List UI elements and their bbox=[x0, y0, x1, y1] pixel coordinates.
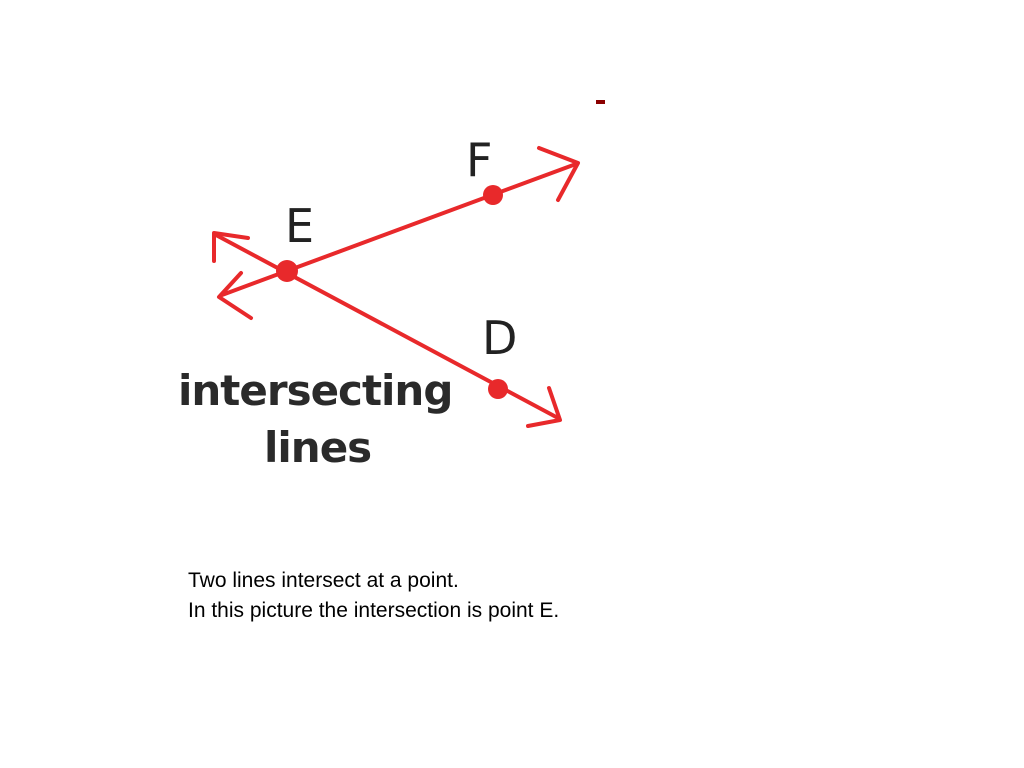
point-f-label: F bbox=[466, 133, 492, 187]
arrowhead-ed-left bbox=[212, 231, 250, 263]
slide-text-line1: Two lines intersect at a point. bbox=[188, 569, 459, 592]
point-f-dot bbox=[483, 185, 503, 205]
line-ef bbox=[220, 162, 578, 297]
dash-mark bbox=[596, 100, 605, 104]
arrowhead-f-end bbox=[537, 146, 580, 202]
point-d-dot bbox=[488, 379, 508, 399]
arrowhead-ef-left bbox=[217, 271, 253, 320]
point-d-label: D bbox=[482, 311, 517, 365]
slide-text: Two lines intersect at a point. In this … bbox=[188, 566, 559, 626]
diagram-caption-line2: lines bbox=[264, 423, 371, 472]
diagram-caption-line1: intersecting bbox=[178, 366, 452, 415]
point-e-dot bbox=[276, 260, 298, 282]
arrowhead-d-end bbox=[526, 386, 562, 428]
point-e-label: E bbox=[285, 199, 314, 253]
slide-text-line2: In this picture the intersection is poin… bbox=[188, 599, 560, 622]
